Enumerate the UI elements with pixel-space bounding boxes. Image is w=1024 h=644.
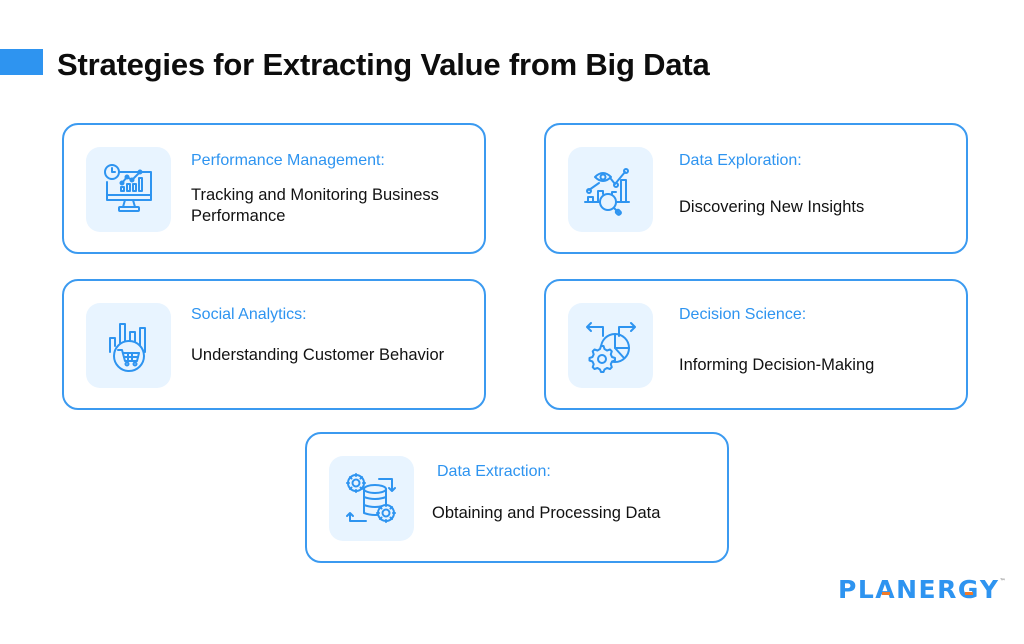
bar-chart-shopping-cart-icon	[108, 322, 146, 372]
card-description: Understanding Customer Behavior	[191, 346, 445, 364]
logo-accent-a: A	[875, 575, 897, 604]
card-decision-science: Decision Science: Informing Decision-Mak…	[544, 279, 968, 410]
card-description: Tracking and Monitoring Business Perform…	[191, 186, 439, 225]
planergy-logo: PLANERGY™	[838, 575, 1006, 604]
eye-chart-magnifier-icon	[583, 167, 630, 216]
logo-text-part: Y	[979, 575, 1000, 604]
icon-container	[329, 456, 414, 541]
card-description: Obtaining and Processing Data	[432, 504, 661, 522]
icon-container	[86, 147, 171, 232]
monitor-chart-clock-icon	[103, 163, 152, 212]
database-gears-cycle-icon	[345, 472, 396, 523]
icon-container	[86, 303, 171, 388]
logo-accent-g: G	[957, 575, 980, 604]
card-data-extraction: Data Extraction: Obtaining and Processin…	[305, 432, 729, 563]
card-heading: Social Analytics:	[191, 306, 307, 323]
card-heading: Decision Science:	[679, 306, 807, 323]
card-description: Discovering New Insights	[679, 198, 865, 216]
card-social-analytics: Social Analytics: Understanding Customer…	[62, 279, 486, 410]
card-performance-management: Performance Management: Tracking and Mon…	[62, 123, 486, 254]
icon-container	[568, 147, 653, 232]
card-heading: Data Exploration:	[679, 152, 802, 169]
page-title: Strategies for Extracting Value from Big…	[57, 47, 710, 82]
icon-container	[568, 303, 653, 388]
card-description: Informing Decision-Making	[679, 356, 875, 374]
logo-text-part: NER	[896, 575, 958, 604]
arrows-pie-gear-icon	[585, 321, 636, 373]
trademark-symbol: ™	[999, 578, 1006, 585]
card-heading: Data Extraction:	[437, 463, 551, 480]
card-heading: Performance Management:	[191, 152, 385, 169]
logo-text-part: PL	[838, 575, 876, 604]
title-accent-bar	[0, 49, 43, 75]
card-data-exploration: Data Exploration: Discovering New Insigh…	[544, 123, 968, 254]
